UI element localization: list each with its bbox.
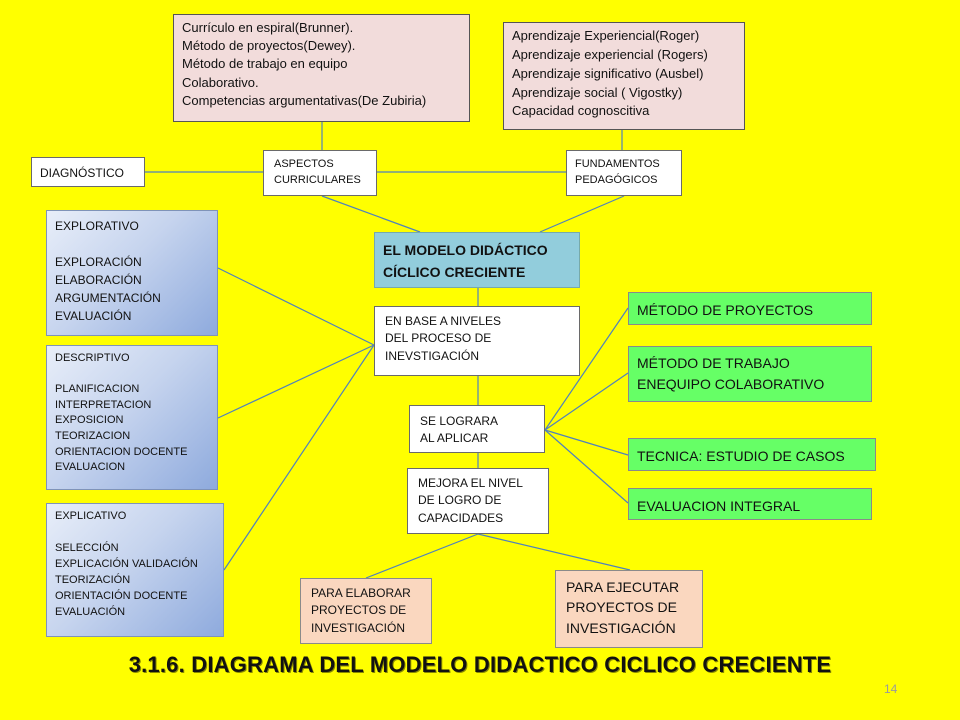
aprendizaje-box: Aprendizaje Experiencial(Roger) Aprendiz… (503, 22, 745, 130)
connector-selograra-tecnica (544, 429, 629, 456)
para-ejecutar-box: PARA EJECUTAR PROYECTOS DE INVESTIGACIÓN (555, 570, 703, 648)
fundamentos-pedagogicos-box: FUNDAMENTOS PEDAGÓGICOS (566, 150, 682, 196)
diagnostico-box: DIAGNÓSTICO (31, 157, 145, 187)
curriculo-box: Currículo en espiral(Brunner). Método de… (173, 14, 470, 122)
connector-selograra-trabajo (544, 372, 629, 431)
para-elaborar-box: PARA ELABORAR PROYECTOS DE INVESTIGACIÓN (300, 578, 432, 644)
connector-mejora-ejecutar (477, 533, 631, 571)
connector-enbase-descriptivo (217, 344, 375, 419)
explicativo-box: EXPLICATIVO SELECCIÓN EXPLICACIÓN VALIDA… (46, 503, 224, 637)
explorativo-box: EXPLORATIVO EXPLORACIÓN ELABORACIÓN ARGU… (46, 210, 218, 336)
connector-enbase-explorativo (217, 267, 375, 346)
diagram-title: 3.1.6. DIAGRAMA DEL MODELO DIDACTICO CIC… (128, 652, 832, 677)
metodo-proyectos-box: MÉTODO DE PROYECTOS (628, 292, 872, 325)
connector-selograra-evaluacion (544, 429, 629, 504)
page-number: 14 (884, 682, 898, 696)
tecnica-estudio-casos-box: TECNICA: ESTUDIO DE CASOS (628, 438, 876, 471)
modelo-didactico-box: EL MODELO DIDÁCTICO CÍCLICO CRECIENTE (374, 232, 580, 288)
aspectos-curriculares-box: ASPECTOS CURRICULARES (263, 150, 377, 196)
metodo-trabajo-box: MÉTODO DE TRABAJO ENEQUIPO COLABORATIVO (628, 346, 872, 402)
descriptivo-box: DESCRIPTIVO PLANIFICACION INTERPRETACION… (46, 345, 218, 490)
mejora-nivel-box: MEJORA EL NIVEL DE LOGRO DE CAPACIDADES (407, 468, 549, 534)
evaluacion-integral-box: EVALUACION INTEGRAL (628, 488, 872, 520)
connector-mejora-elaborar (365, 533, 479, 579)
connector-enbase-explicativo (223, 344, 375, 571)
connector-aspectos-modelo (321, 195, 421, 233)
connector-selograra-proyectos (544, 307, 629, 431)
se-lograra-box: SE LOGRARA AL APLICAR (409, 405, 545, 453)
en-base-niveles-box: EN BASE A NIVELES DEL PROCESO DE INEVSTI… (374, 306, 580, 376)
connector-fundamentos-modelo (539, 195, 625, 233)
